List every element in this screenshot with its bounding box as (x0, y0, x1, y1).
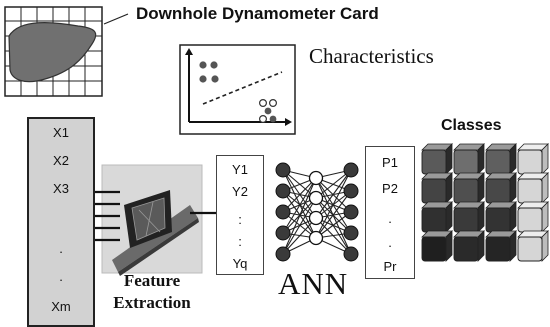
input-vector-item: X3 (53, 181, 69, 196)
feature-vector-item: : (238, 234, 242, 249)
class-cube (517, 230, 549, 262)
class-cube (485, 172, 517, 204)
class-cube (485, 201, 517, 233)
class-cube (485, 143, 517, 175)
feature-vector-item: Y1 (232, 162, 248, 177)
classes-cube-grid-icon (421, 143, 549, 262)
ann-label: ANN (278, 266, 349, 301)
output-vector-panel: P1 P2 . . Pr (365, 146, 415, 279)
class-cube (421, 230, 453, 262)
classes-title: Classes (441, 117, 502, 134)
dynamometer-card-title: Downhole Dynamometer Card (136, 4, 379, 23)
feature-vector-panel: Y1 Y2 : : Yq (216, 155, 264, 275)
characteristics-plot-icon (179, 44, 296, 135)
dynamometer-card-icon (4, 6, 129, 97)
class-cube (453, 201, 485, 233)
output-vector-item: . (388, 211, 392, 226)
output-vector-item: P2 (382, 181, 398, 196)
feature-label-line1: Feature (123, 271, 181, 290)
input-vector-item: X2 (53, 153, 69, 168)
output-vector-item: Pr (383, 259, 397, 274)
class-cube (453, 172, 485, 204)
feature-extraction-icon (95, 164, 216, 276)
class-cube (453, 230, 485, 262)
class-cube (421, 201, 453, 233)
class-cube (517, 201, 549, 233)
class-cube (485, 230, 517, 262)
feature-vector-item: Y2 (232, 184, 248, 199)
feature-label-line2: Extraction (113, 293, 191, 312)
input-vector-item: . (59, 269, 63, 284)
class-cube (421, 143, 453, 175)
input-vector-item: . (59, 241, 63, 256)
class-cube (517, 143, 549, 175)
input-vector-item: X1 (53, 125, 69, 140)
output-vector-item: P1 (382, 155, 398, 170)
feature-vector-item: Yq (232, 256, 248, 271)
ann-network-icon (275, 162, 359, 262)
input-vector-item: Xm (51, 299, 71, 314)
class-cube (421, 172, 453, 204)
characteristics-title: Characteristics (309, 44, 434, 68)
feature-vector-item: : (238, 212, 242, 227)
output-vector-item: . (388, 235, 392, 250)
feature-extraction-label: Feature Extraction (102, 270, 202, 314)
input-vector-panel: X1 X2 X3 . . Xm (27, 117, 95, 327)
class-cube (453, 143, 485, 175)
diagram-canvas (4, 6, 549, 276)
class-cube (517, 172, 549, 204)
